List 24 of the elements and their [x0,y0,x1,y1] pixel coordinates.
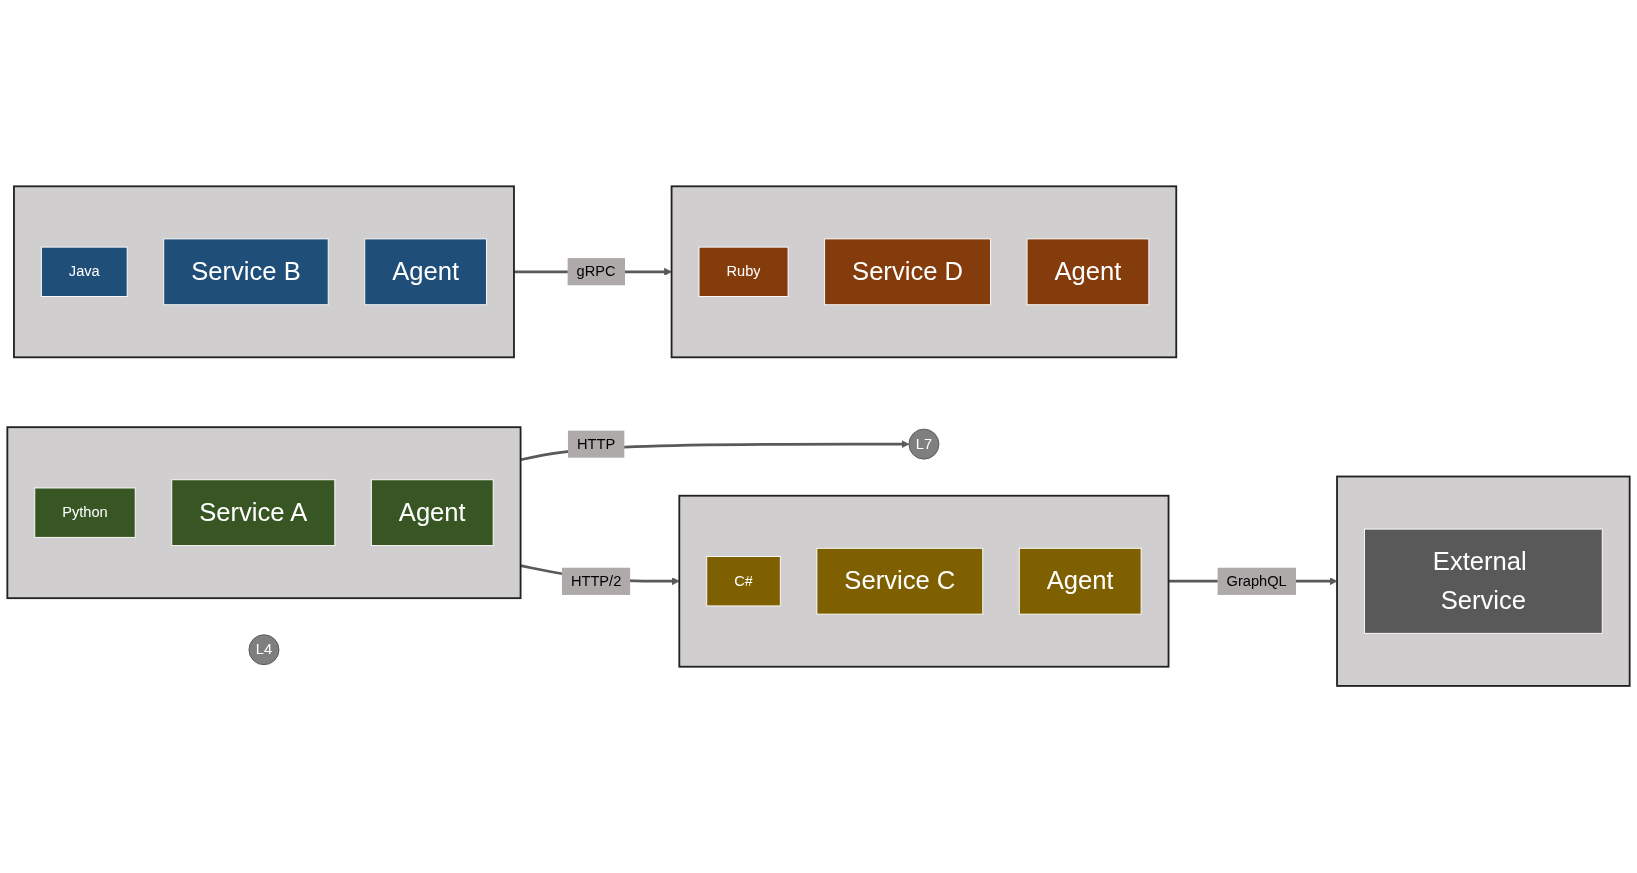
node-box: Agent [370,479,494,547]
cluster [1336,475,1631,688]
node-box: Agent [1026,238,1150,306]
node-box: Java [40,247,128,298]
node-box: Service D [824,238,991,306]
cluster [13,185,515,359]
edge-label: GraphQL [1226,573,1287,589]
node-box: Ruby [698,247,789,298]
node-box: C# [706,556,781,607]
edge-label: gRPC [576,263,616,280]
node-box: Python [34,487,136,539]
node-box: Agent [1018,548,1142,615]
node-box: Service B [163,238,329,306]
edge-label: HTTP [576,436,616,452]
node-box: Service A [171,479,336,547]
edge-label: HTTP/2 [570,573,622,589]
cluster [6,426,522,600]
cluster [678,495,1170,668]
cluster [670,185,1178,359]
node-circle: L7 [908,429,940,460]
node-box: Agent [364,238,487,306]
node-box: External Service [1364,529,1603,635]
node-box: Service C [816,548,984,615]
node-circle: L4 [248,634,280,666]
